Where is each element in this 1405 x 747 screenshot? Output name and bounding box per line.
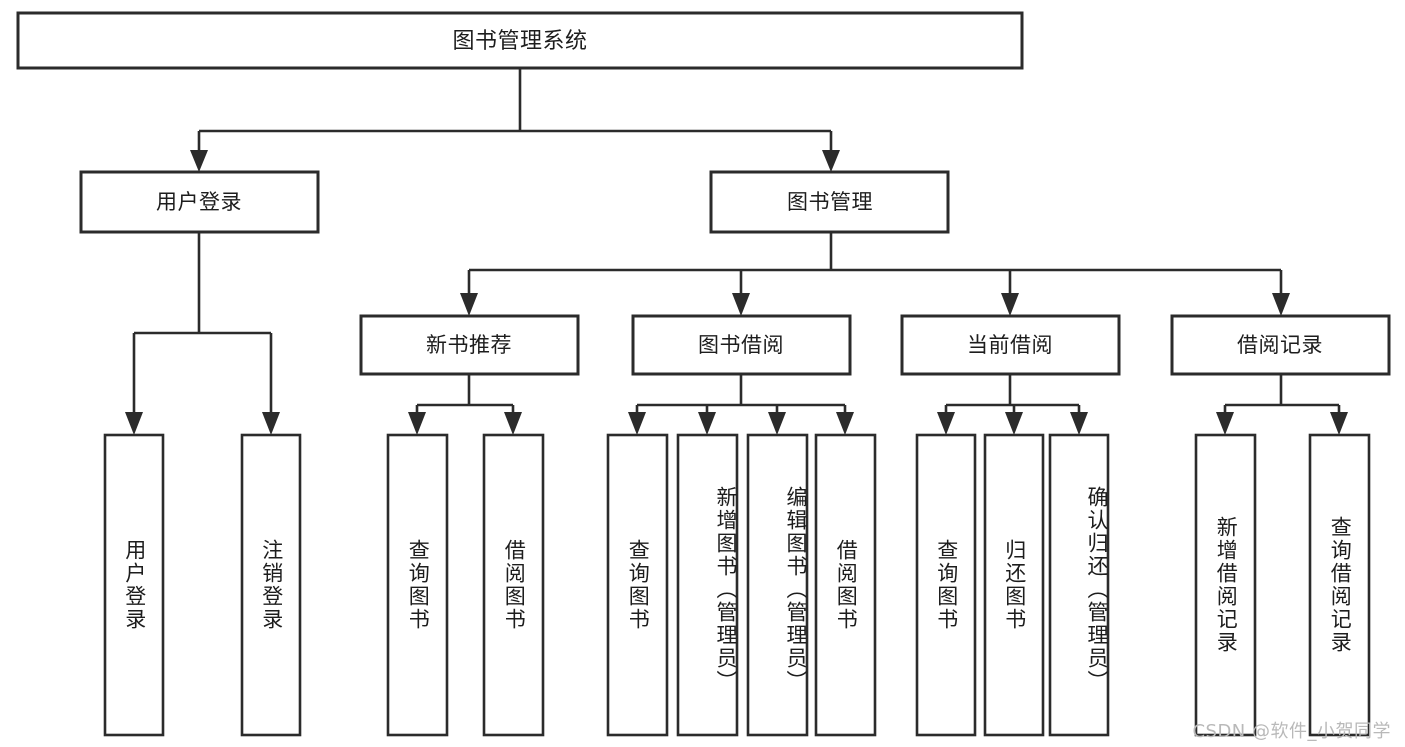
arrow-to-leaf-query-book-2 (628, 412, 646, 435)
node-book-manage[interactable]: 图书管理 (709, 170, 950, 234)
arrow-to-leaf-user-logout (262, 412, 280, 435)
csdn-watermark: CSDN @软件_小贺同学 (1192, 721, 1391, 742)
arrow-root-to-book-manage (822, 150, 840, 172)
leaf-box-query-book-1[interactable] (386, 433, 449, 737)
arrow-to-leaf-add-record (1216, 412, 1234, 435)
arrow-to-leaf-borrow-book-1 (504, 412, 522, 435)
node-book-manage-label: 图书管理 (787, 190, 873, 214)
node-root-box[interactable] (16, 11, 1024, 70)
node-new-book-rec-box[interactable] (359, 314, 580, 376)
arrow-to-leaf-query-book-1 (408, 412, 426, 435)
leaf-box-query-book-3[interactable] (915, 433, 977, 737)
leaf-box-user-logout[interactable] (240, 433, 302, 737)
node-book-manage-box[interactable] (709, 170, 950, 234)
leaf-box-query-record[interactable] (1308, 433, 1371, 737)
arrow-to-leaf-query-book-3 (937, 412, 955, 435)
arrow-to-leaf-user-login (125, 412, 143, 435)
leaf-box-user-login[interactable] (103, 433, 165, 737)
arrow-to-current-borrow (1001, 293, 1019, 316)
node-current-borrow-label: 当前借阅 (967, 333, 1053, 357)
node-new-book-rec-label: 新书推荐 (426, 333, 512, 357)
arrow-root-to-user-login (190, 150, 208, 172)
leaf-box-return-book[interactable] (983, 433, 1045, 737)
node-borrow-record[interactable]: 借阅记录 (1170, 314, 1391, 376)
node-book-borrow[interactable]: 图书借阅 (631, 314, 852, 376)
arrow-to-leaf-query-record (1330, 412, 1348, 435)
arrow-to-leaf-borrow-book-2 (836, 412, 854, 435)
arrow-to-book-borrow (732, 293, 750, 316)
leaf-box-query-book-2[interactable] (606, 433, 669, 737)
leaf-box-borrow-book-2[interactable] (814, 433, 877, 737)
leaf-box-add-book[interactable] (676, 433, 739, 737)
leaf-box-borrow-book-1[interactable] (482, 433, 545, 737)
node-borrow-record-box[interactable] (1170, 314, 1391, 376)
node-book-borrow-box[interactable] (631, 314, 852, 376)
node-current-borrow[interactable]: 当前借阅 (900, 314, 1121, 376)
node-root-label: 图书管理系统 (452, 29, 587, 54)
node-user-login[interactable]: 用户登录 (79, 170, 320, 234)
node-root[interactable]: 图书管理系统 (16, 11, 1024, 70)
node-borrow-record-label: 借阅记录 (1237, 333, 1323, 357)
connector-layer (125, 68, 1348, 435)
arrow-to-borrow-record (1272, 293, 1290, 316)
node-book-borrow-label: 图书借阅 (698, 333, 784, 357)
node-user-login-label: 用户登录 (156, 190, 242, 214)
node-current-borrow-box[interactable] (900, 314, 1121, 376)
arrow-to-leaf-confirm-return (1070, 412, 1088, 435)
arrow-to-leaf-return-book (1005, 412, 1023, 435)
arrow-to-leaf-add-book (698, 412, 716, 435)
arrow-to-leaf-edit-book (768, 412, 786, 435)
arrow-to-new-book-rec (460, 293, 478, 316)
leaf-box-confirm-return[interactable] (1048, 433, 1110, 737)
node-new-book-rec[interactable]: 新书推荐 (359, 314, 580, 376)
leaf-box-layer (103, 433, 1371, 737)
leaf-box-add-record[interactable] (1194, 433, 1257, 737)
leaf-box-edit-book[interactable] (746, 433, 809, 737)
node-user-login-box[interactable] (79, 170, 320, 234)
